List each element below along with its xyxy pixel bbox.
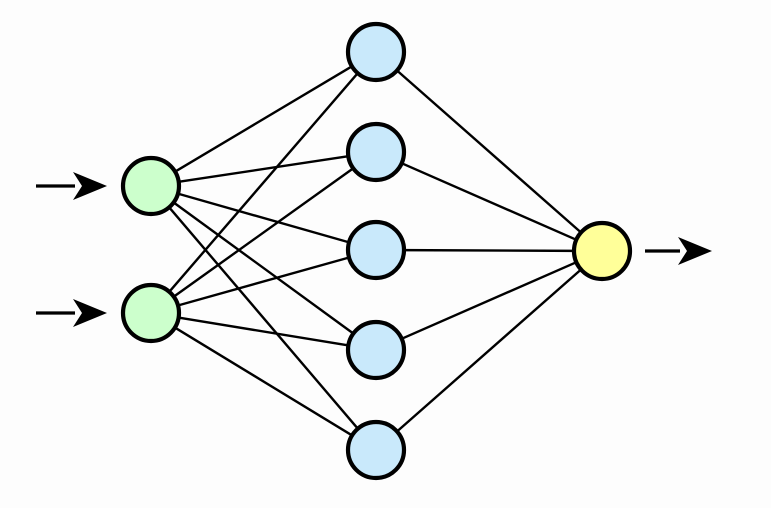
edge-h1-to-o1 xyxy=(395,68,583,235)
input-node-i1[interactable] xyxy=(120,155,182,217)
output-arrow xyxy=(645,237,712,265)
output-layer xyxy=(571,220,633,282)
edge-i2-to-h3 xyxy=(176,256,351,307)
hidden-node-h3[interactable] xyxy=(345,219,407,281)
input-layer xyxy=(120,155,182,344)
edge-i2-to-h4 xyxy=(177,316,350,347)
hidden-layer xyxy=(345,21,407,481)
edge-h2-to-o1 xyxy=(400,161,578,242)
output-node-o1[interactable] xyxy=(571,220,633,282)
edge-h3-to-o1 xyxy=(402,248,576,253)
nodes-group xyxy=(120,21,633,481)
edge-i2-to-h5 xyxy=(173,326,354,437)
io-arrows-group xyxy=(36,172,712,327)
edge-i1-to-h4 xyxy=(172,200,355,336)
input-arrow-bottom xyxy=(36,299,107,327)
input-node-i2[interactable] xyxy=(120,282,182,344)
hidden-node-h5[interactable] xyxy=(345,419,407,481)
edge-i1-to-h2 xyxy=(177,154,350,184)
hidden-node-h2[interactable] xyxy=(345,121,407,183)
input-arrow-bottom-head-icon xyxy=(73,299,107,327)
hidden-node-h4[interactable] xyxy=(345,319,407,381)
edge-h4-to-o1 xyxy=(400,260,578,341)
edge-i2-to-h1 xyxy=(167,71,360,294)
edge-i1-to-h1 xyxy=(173,64,354,174)
edge-i1-to-h5 xyxy=(167,205,360,431)
input-arrow-top xyxy=(36,172,107,200)
edges-group xyxy=(167,64,583,437)
edge-h5-to-o1 xyxy=(395,267,583,434)
edge-i1-to-h3 xyxy=(176,192,351,244)
edge-i2-to-h2 xyxy=(172,166,355,299)
hidden-node-h1[interactable] xyxy=(345,21,407,83)
input-arrow-top-head-icon xyxy=(73,172,107,200)
output-arrow-head-icon xyxy=(678,237,712,265)
